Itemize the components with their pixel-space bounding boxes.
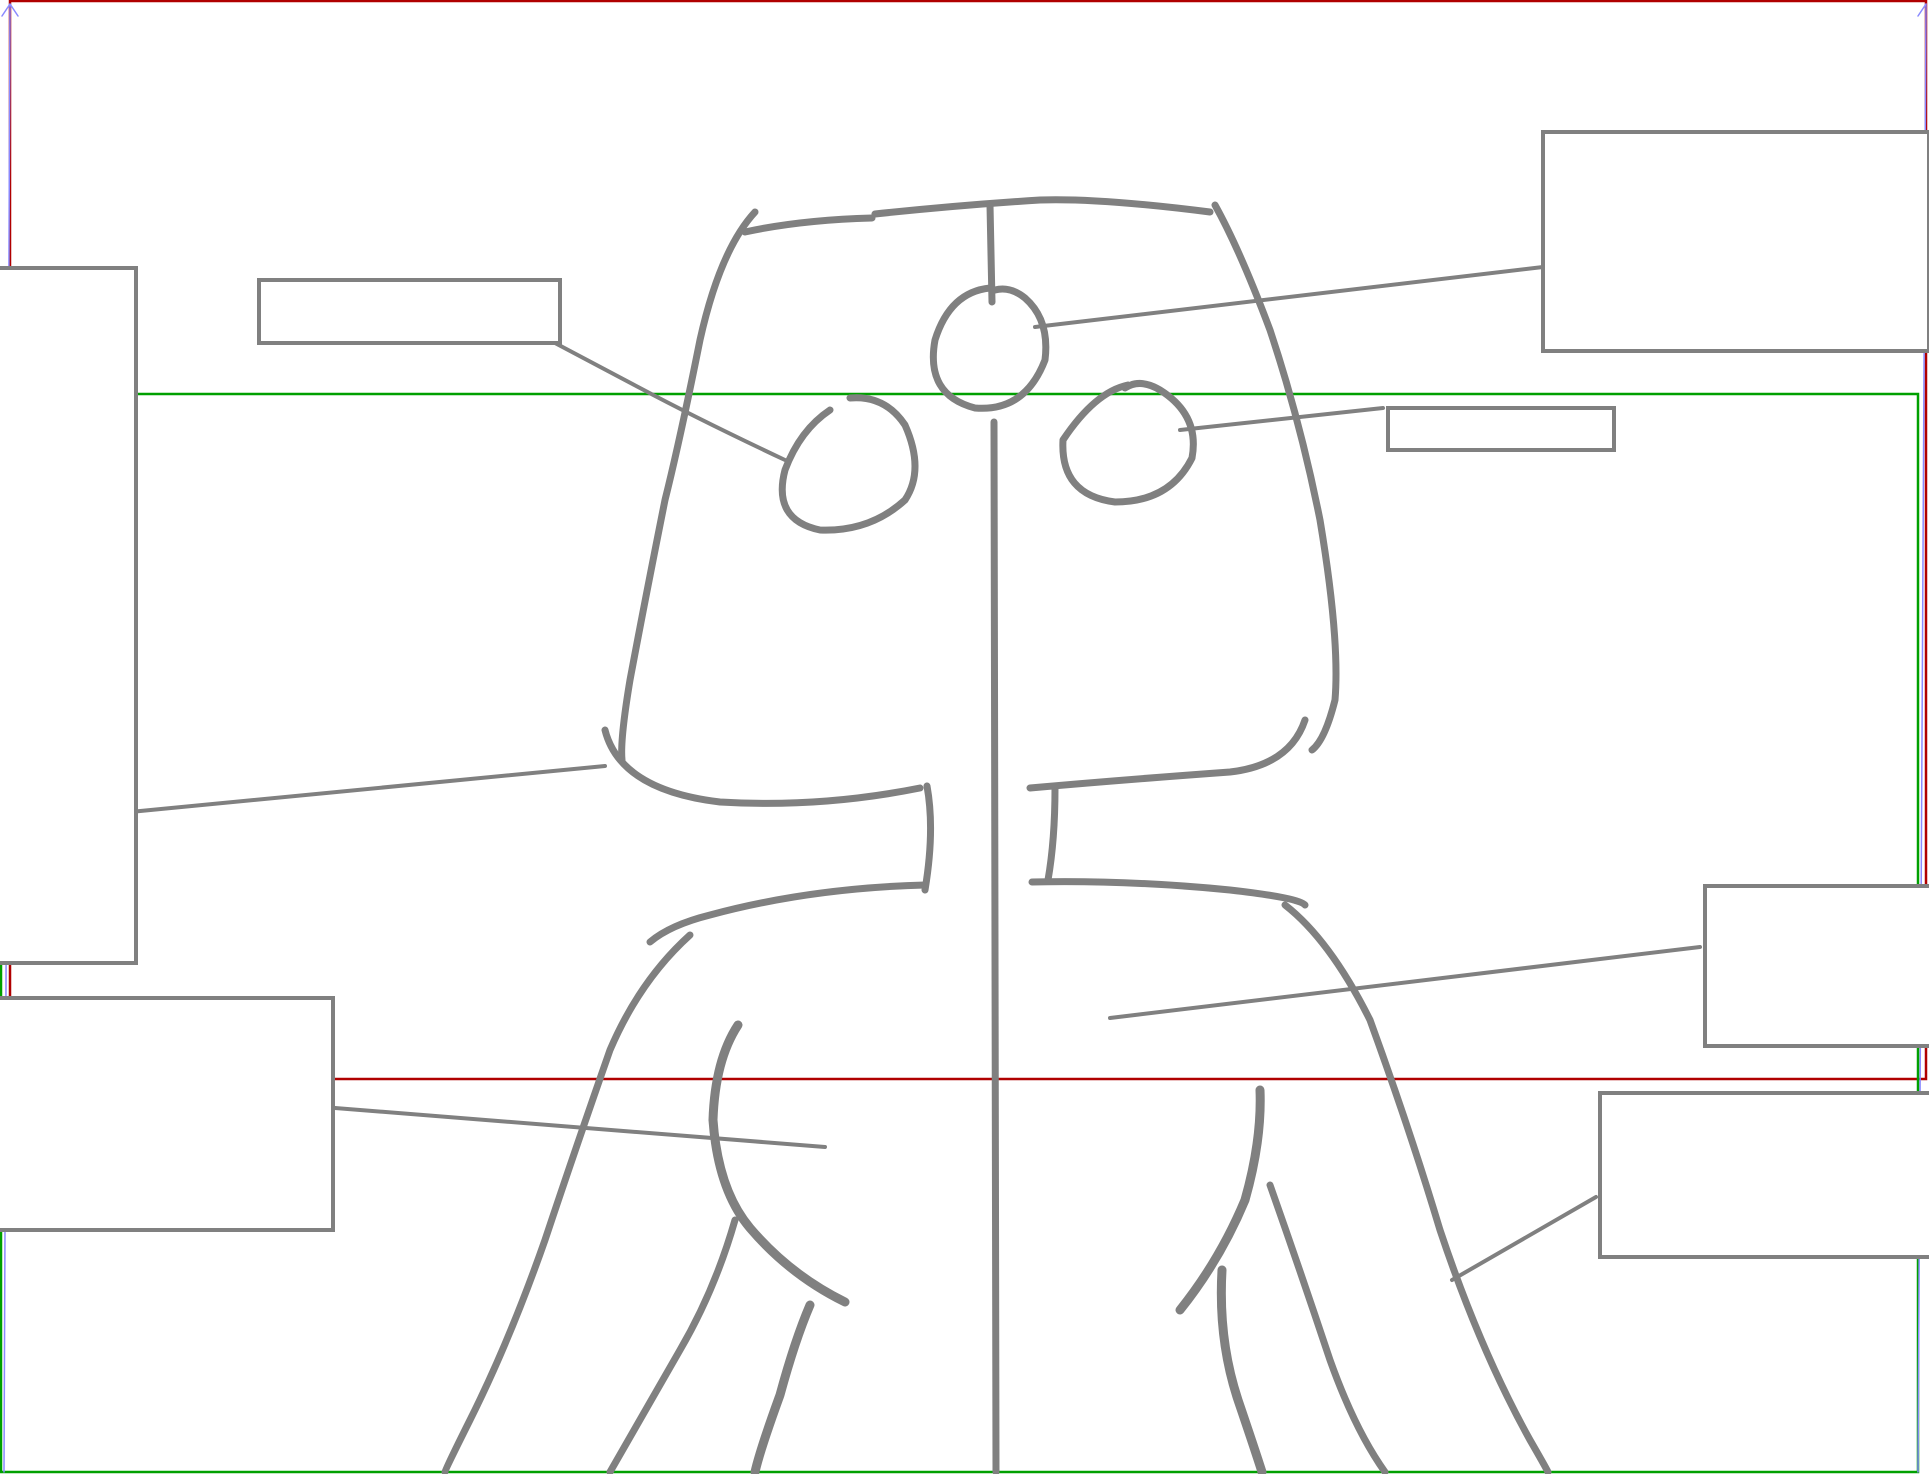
hood-right-side: [1215, 205, 1336, 750]
frame-green: [1, 394, 1918, 1472]
chin-right: [1030, 720, 1305, 788]
arm-left: [713, 1025, 845, 1302]
eye-center: [933, 288, 1046, 408]
label-box-right-eye: [1388, 408, 1614, 450]
leader-right-eye: [1180, 408, 1383, 430]
center-seam: [994, 422, 996, 1472]
forearm-left: [610, 1220, 735, 1472]
label-box-bottom-right: [1600, 1093, 1929, 1257]
eye-right: [1063, 383, 1193, 502]
eye-left: [782, 398, 915, 530]
figure-sketch: [445, 200, 1548, 1472]
label-box-left-tall: [0, 268, 136, 963]
neck-left: [925, 786, 931, 890]
hand-left: [755, 1305, 810, 1472]
label-box-lower-left: [0, 998, 333, 1230]
label-box-top-left: [259, 280, 560, 343]
center-seam-top: [990, 205, 992, 302]
chin-left: [605, 730, 920, 803]
leader-left-tall: [130, 766, 605, 812]
neck-right: [1048, 788, 1055, 880]
label-box-top-right: [1543, 132, 1929, 351]
hood-top-left: [745, 218, 872, 232]
torso-right: [1285, 905, 1548, 1472]
leader-top-left: [555, 343, 785, 460]
leader-bottom-right: [1452, 1197, 1596, 1280]
hand-right: [1221, 1270, 1262, 1472]
leader-top-right: [1035, 267, 1543, 327]
forearm-right: [1270, 1185, 1385, 1472]
label-box-right-middle: [1705, 886, 1929, 1046]
shoulder-right: [1032, 882, 1305, 905]
leader-right-middle: [1110, 947, 1700, 1018]
hood-left-side: [622, 212, 755, 760]
hood-top: [875, 200, 1210, 214]
